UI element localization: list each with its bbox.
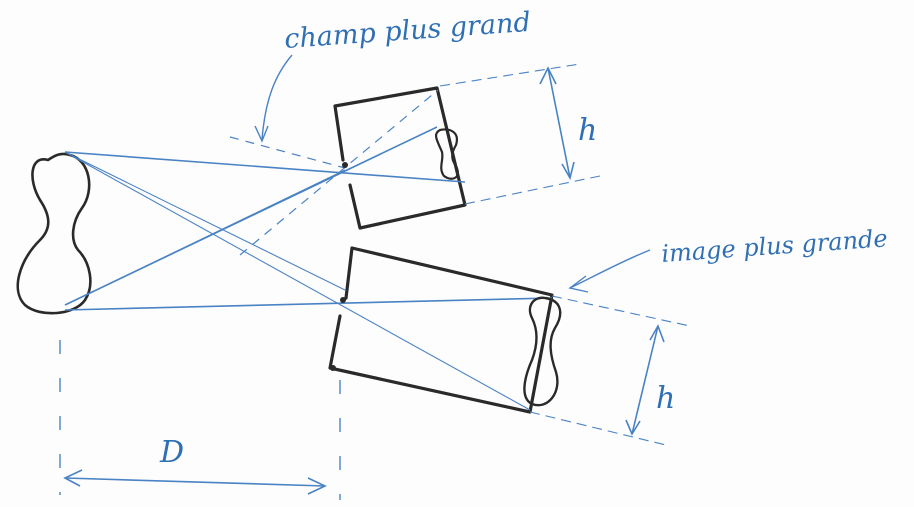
corner-dot bbox=[330, 365, 336, 371]
object-outline bbox=[16, 152, 92, 315]
image-leader-arrow bbox=[568, 249, 651, 293]
distance-label: D bbox=[159, 435, 184, 470]
field-label: champ plus grand bbox=[283, 7, 531, 55]
pinhole-upper bbox=[342, 162, 348, 168]
height-label-upper: h bbox=[578, 113, 597, 148]
image-lower bbox=[523, 296, 562, 407]
guides-lower bbox=[529, 295, 691, 447]
camera-upper bbox=[333, 86, 467, 230]
height-label-lower: h bbox=[656, 381, 675, 416]
height-arrow-lower bbox=[625, 324, 665, 436]
image-label: image plus grande bbox=[660, 224, 888, 268]
distance-arrow bbox=[63, 469, 327, 495]
guides-upper bbox=[439, 63, 601, 205]
pinhole-lower bbox=[340, 297, 346, 303]
field-leader-arrow bbox=[254, 54, 293, 143]
rays-lower bbox=[64, 151, 553, 411]
camera-lower bbox=[328, 246, 554, 414]
rays-upper bbox=[64, 89, 466, 306]
image-upper bbox=[434, 128, 459, 180]
height-arrow-upper bbox=[539, 66, 575, 181]
